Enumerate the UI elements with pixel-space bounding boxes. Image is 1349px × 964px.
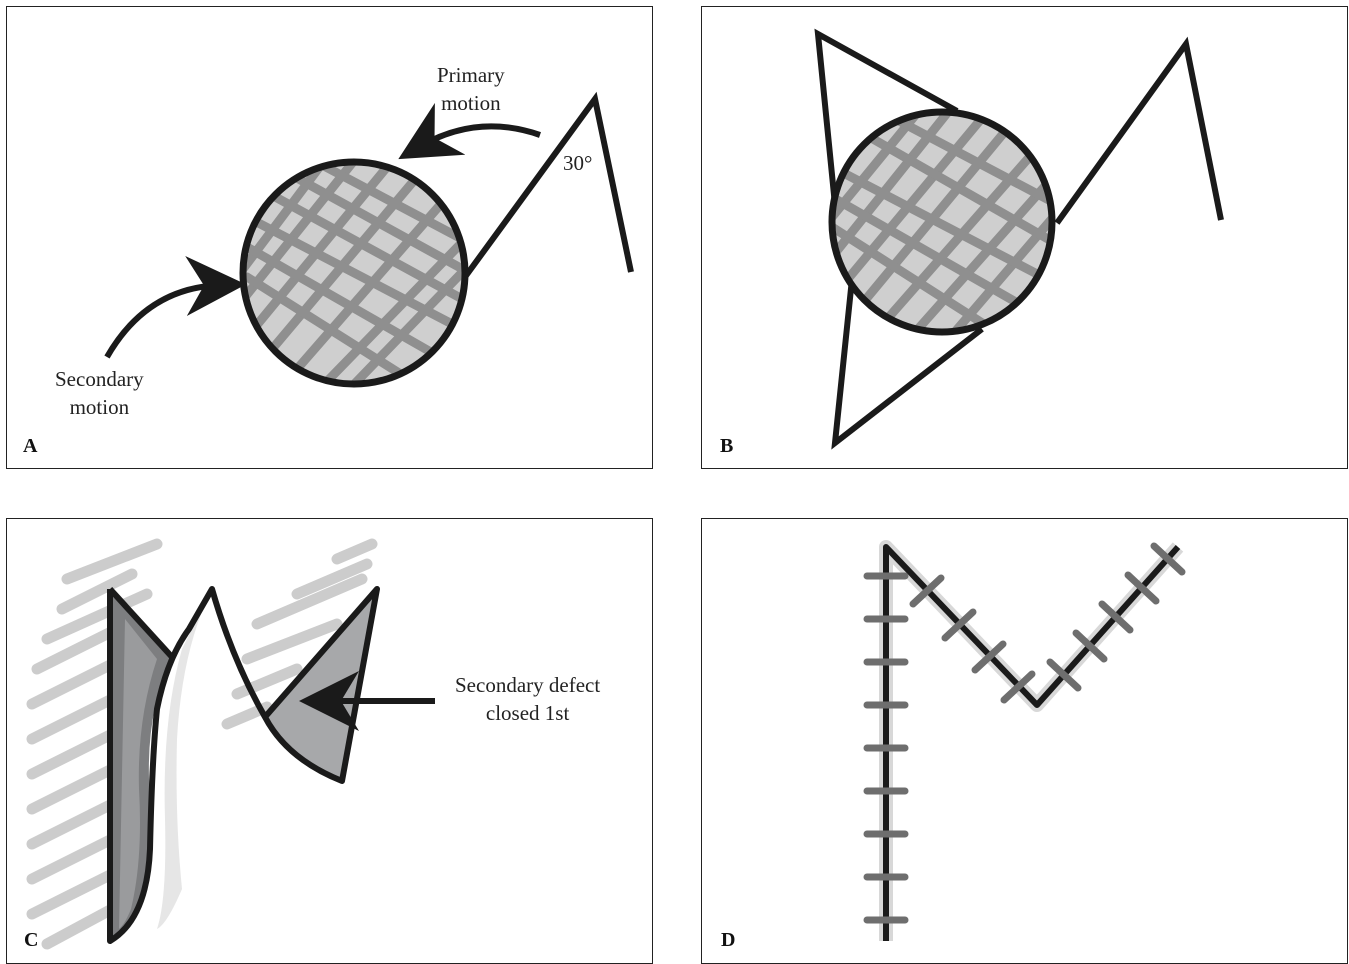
secondary-defect-label: Secondary defect closed 1st — [455, 671, 600, 727]
panel-a: Primary motion 30° Secondary motion A — [6, 6, 653, 469]
secondary-motion-label-line1: Secondary — [55, 365, 144, 393]
panel-b-drawing — [702, 7, 1348, 469]
primary-motion-label: Primary motion — [437, 61, 505, 117]
panel-d-drawing — [702, 519, 1348, 964]
incision-shadow — [886, 547, 1178, 941]
panel-letter-a: A — [23, 435, 37, 458]
secondary-motion-label-line2: motion — [55, 393, 144, 421]
panel-c-drawing — [7, 519, 653, 964]
panel-b: B — [701, 6, 1348, 469]
secondary-defect-label-line2: closed 1st — [455, 699, 600, 727]
panel-letter-d: D — [721, 929, 735, 952]
secondary-defect-label-line1: Secondary defect — [455, 671, 600, 699]
panel-d: D — [701, 518, 1348, 964]
panel-letter-b: B — [720, 435, 733, 458]
panel-letter-c: C — [24, 929, 38, 952]
panel-c: Secondary defect closed 1st C — [6, 518, 653, 964]
primary-motion-label-line2: motion — [437, 89, 505, 117]
right-flap-line — [1057, 44, 1221, 223]
secondary-motion-label: Secondary motion — [55, 365, 144, 421]
primary-motion-arrow — [419, 126, 540, 147]
secondary-motion-arrow — [107, 285, 222, 357]
angle-label: 30° — [563, 149, 592, 177]
primary-motion-label-line1: Primary — [437, 61, 505, 89]
